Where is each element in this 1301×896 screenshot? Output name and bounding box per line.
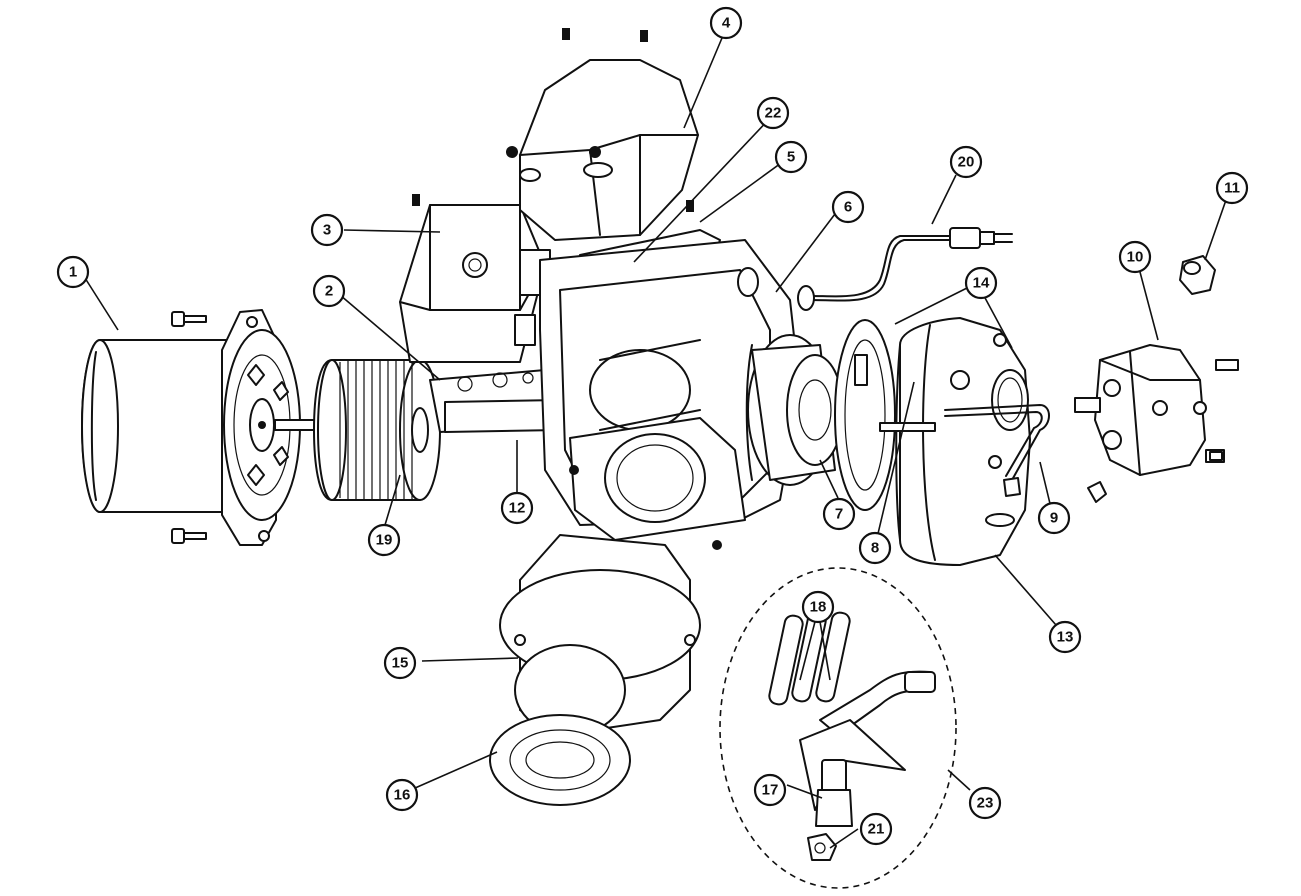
callout-16: 16 <box>385 778 419 812</box>
callout-23: 23 <box>968 786 1002 820</box>
callout-10: 10 <box>1118 240 1152 274</box>
svg-text:17: 17 <box>762 782 779 799</box>
callout-14: 14 <box>964 266 998 300</box>
part-motor-housing <box>81 309 336 546</box>
svg-text:22: 22 <box>765 105 782 122</box>
callout-5: 5 <box>774 140 808 174</box>
callout-8: 8 <box>858 531 892 565</box>
part-fan-disc <box>745 334 844 486</box>
callout-15: 15 <box>383 646 417 680</box>
svg-text:1: 1 <box>69 264 77 281</box>
part-blower-wheel <box>313 359 441 501</box>
callout-12: 12 <box>500 491 534 525</box>
callout-19: 19 <box>367 523 401 557</box>
leader-lines <box>84 37 1227 849</box>
svg-text:16: 16 <box>394 787 411 804</box>
callout-22: 22 <box>756 96 790 130</box>
part-fitting <box>1179 255 1216 295</box>
callout-1: 1 <box>56 255 90 289</box>
svg-text:10: 10 <box>1127 249 1144 266</box>
svg-text:6: 6 <box>844 199 852 216</box>
svg-text:11: 11 <box>1224 180 1240 197</box>
part-ignitor-transformer <box>399 194 551 363</box>
svg-text:18: 18 <box>810 599 827 616</box>
svg-text:19: 19 <box>376 532 393 549</box>
svg-text:4: 4 <box>722 15 731 32</box>
svg-text:14: 14 <box>973 275 990 292</box>
callout-7: 7 <box>822 497 856 531</box>
part-burner-housing <box>539 239 801 550</box>
callout-3: 3 <box>310 213 344 247</box>
callout-4: 4 <box>709 6 743 40</box>
svg-text:12: 12 <box>509 500 526 517</box>
svg-text:5: 5 <box>787 149 795 166</box>
svg-text:2: 2 <box>325 283 333 300</box>
part-mounting-flange <box>879 317 1031 566</box>
svg-text:21: 21 <box>868 821 885 838</box>
svg-text:13: 13 <box>1057 629 1074 646</box>
callout-9: 9 <box>1037 501 1071 535</box>
callout-21: 21 <box>859 812 893 846</box>
part-nozzle-assembly <box>719 567 957 889</box>
part-oil-line <box>944 404 1107 503</box>
callout-2: 2 <box>312 274 346 308</box>
part-gasket <box>834 319 928 511</box>
callout-13: 13 <box>1048 620 1082 654</box>
svg-text:15: 15 <box>392 655 409 672</box>
callout-20: 20 <box>949 145 983 179</box>
svg-text:8: 8 <box>871 540 879 557</box>
svg-text:20: 20 <box>958 154 975 171</box>
part-air-cone <box>489 534 701 806</box>
callout-11: 11 <box>1215 171 1249 205</box>
part-cover <box>506 28 699 241</box>
callout-17: 17 <box>753 773 787 807</box>
svg-text:7: 7 <box>835 506 843 523</box>
callout-6: 6 <box>831 190 865 224</box>
part-oil-pump <box>1074 344 1239 476</box>
svg-text:23: 23 <box>977 795 994 812</box>
svg-text:3: 3 <box>323 222 331 239</box>
part-power-cord <box>797 227 1013 311</box>
svg-text:9: 9 <box>1050 510 1058 527</box>
callout-18: 18 <box>801 590 835 624</box>
